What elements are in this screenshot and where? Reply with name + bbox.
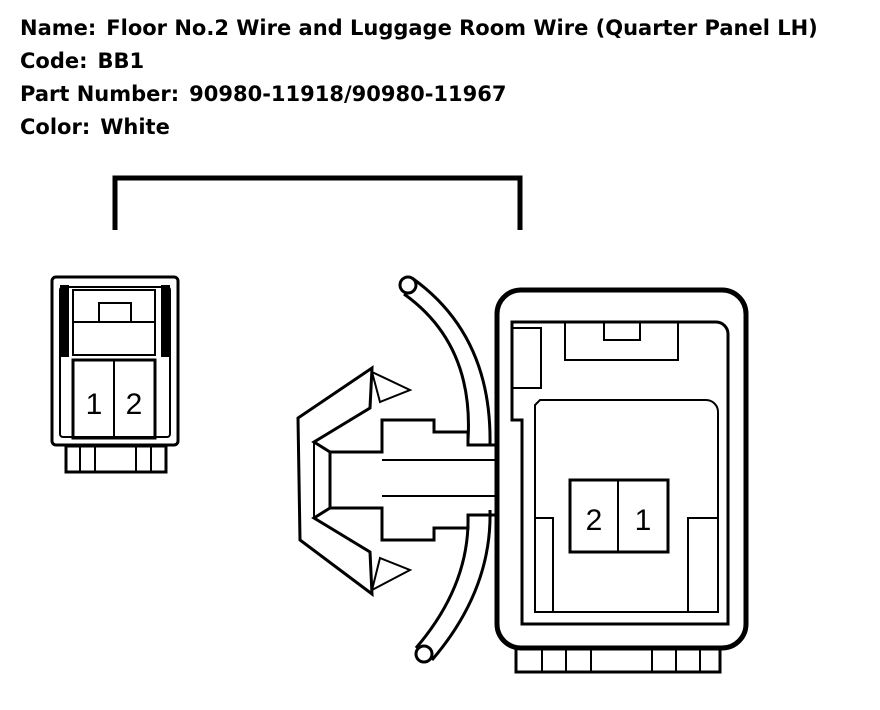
name-row: Name: Floor No.2 Wire and Luggage Room Wi… [20,12,818,45]
code-label: Code: [20,49,88,73]
female-pin-1: 1 [635,504,652,537]
name-label: Name: [20,16,97,40]
male-pin-2: 2 [126,388,143,421]
part-number-value: 90980-11918/90980-11967 [189,82,507,106]
mounting-clip [296,275,497,664]
name-value: Floor No.2 Wire and Luggage Room Wire (Q… [106,16,818,40]
mating-bracket [112,175,523,230]
female-pin-2: 2 [586,504,603,537]
color-label: Color: [20,115,91,139]
code-value: BB1 [97,49,145,73]
code-row: Code: BB1 [20,45,818,78]
part-number-label: Part Number: [20,82,180,106]
color-row: Color: White [20,111,818,144]
male-pin-1: 1 [86,388,103,421]
color-value: White [100,115,170,139]
connector-info: Name: Floor No.2 Wire and Luggage Room Wi… [20,12,818,144]
female-connector: 2 1 [494,287,749,674]
male-connector: 1 2 [50,275,180,474]
part-number-row: Part Number: 90980-11918/90980-11967 [20,78,818,111]
